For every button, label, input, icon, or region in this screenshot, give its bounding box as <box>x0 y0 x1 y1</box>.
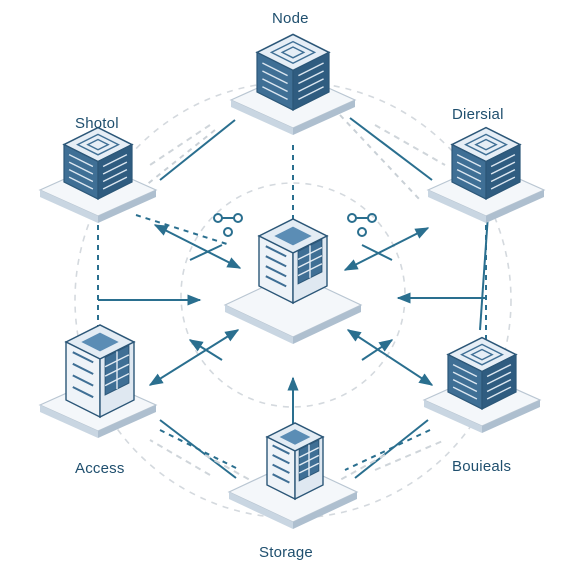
label-bottom: Storage <box>259 544 313 561</box>
server-icon <box>446 336 518 410</box>
server-icon <box>255 33 331 111</box>
server-icon <box>450 126 522 200</box>
label-top: Node <box>272 10 309 27</box>
network-icon <box>213 213 377 237</box>
server-icon <box>62 126 134 200</box>
server-icon <box>265 422 325 501</box>
server-icon <box>64 324 136 419</box>
server-icon <box>257 218 329 305</box>
label-upper-left: Shotol <box>75 115 119 132</box>
decor-dashes <box>149 124 446 481</box>
label-lower-left: Access <box>75 460 125 477</box>
label-upper-right: Diersial <box>452 106 504 123</box>
label-lower-right: Bouieals <box>452 458 512 475</box>
hexagon-links <box>159 117 489 479</box>
platform <box>223 272 363 344</box>
